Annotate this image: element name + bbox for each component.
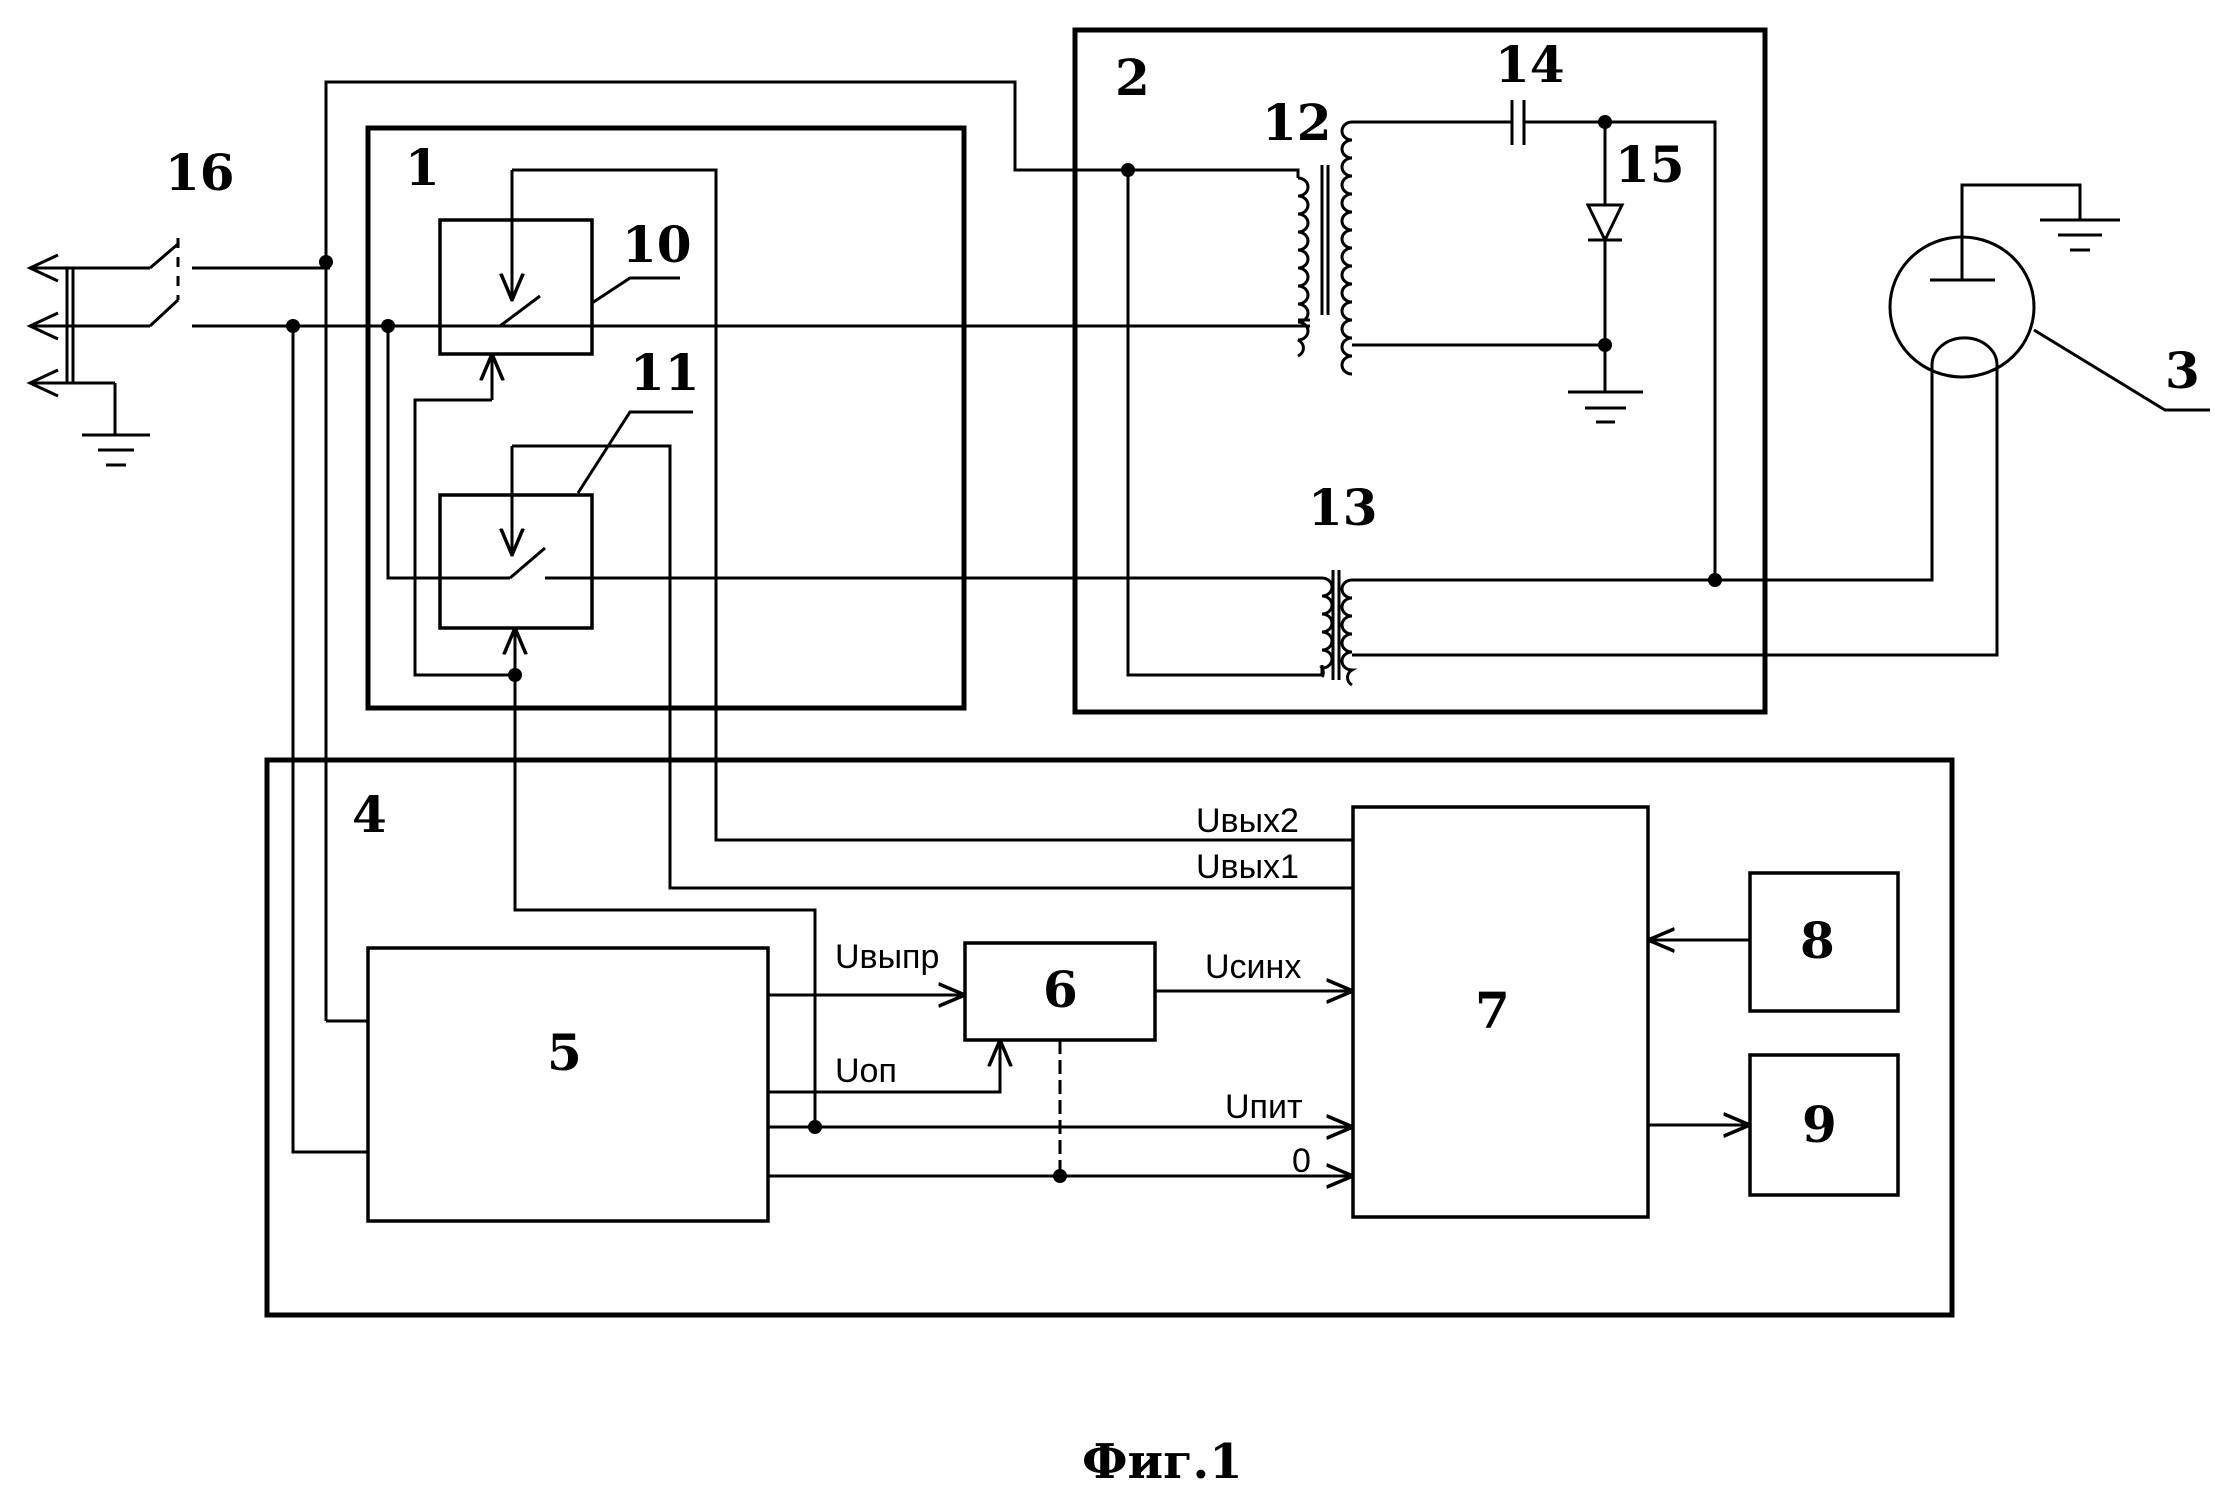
signal-uvyh1: Uвых1 [1196,848,1299,886]
label-12: 12 [1262,93,1332,152]
junction-dot [508,668,522,682]
junction-dot [1598,115,1612,129]
junction-dot [808,1120,822,1134]
junction-dot [1598,338,1612,352]
signal-usinh: Uсинх [1205,948,1301,986]
junction-dot [1708,573,1722,587]
tube-3 [1890,185,2210,410]
figure-caption: Фиг.1 [1082,1434,1243,1490]
label-10: 10 [622,215,692,274]
label-15: 15 [1615,135,1685,194]
junction-dot [381,319,395,333]
switch-11-box [440,495,592,628]
label-14: 14 [1495,35,1565,94]
label-16: 16 [165,143,235,202]
label-5: 5 [547,1023,582,1082]
label-9: 9 [1802,1095,1837,1154]
signal-zero: 0 [1292,1142,1311,1180]
label-7: 7 [1475,981,1510,1040]
junction-dot [319,255,333,269]
signal-upit: Uпит [1225,1088,1303,1126]
signal-uop: Uоп [835,1052,897,1090]
label-2: 2 [1115,48,1150,107]
block-4-frame [267,760,1952,1315]
signal-uvyh2: Uвых2 [1196,802,1299,840]
label-1: 1 [405,138,440,197]
junction-dot [1121,163,1135,177]
label-6: 6 [1043,960,1078,1019]
signal-uvypr: Uвыпр [835,938,939,976]
label-13: 13 [1308,478,1378,537]
label-4: 4 [352,785,387,844]
junction-dot [286,319,300,333]
block-2-frame [1075,30,1765,712]
label-8: 8 [1800,911,1835,970]
label-11: 11 [630,343,700,402]
switch-10-box [440,220,592,354]
label-3: 3 [2165,341,2200,400]
junction-dot [1053,1169,1067,1183]
block-5 [368,948,768,1221]
